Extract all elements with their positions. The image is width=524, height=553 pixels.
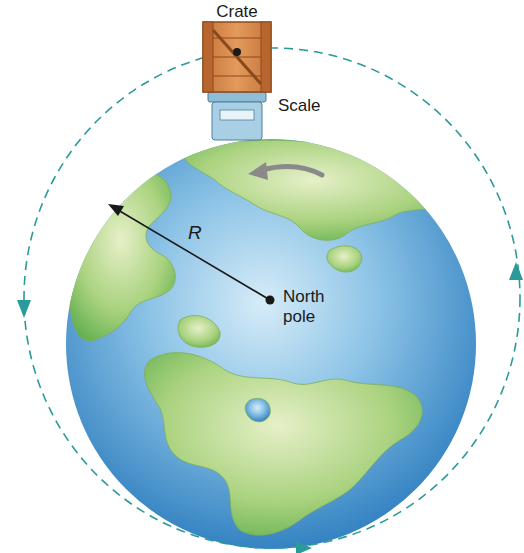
- radius-label: R: [188, 222, 202, 244]
- scale-label: Scale: [278, 96, 321, 116]
- radius-arrow: [118, 210, 270, 300]
- orbit-path: [24, 48, 520, 548]
- scale: [208, 92, 266, 102]
- pole-label: North pole: [283, 287, 343, 326]
- earth: [66, 139, 476, 549]
- crate-label: Crate: [216, 2, 258, 22]
- crate: [203, 22, 271, 92]
- rotation-arrow: [262, 167, 322, 175]
